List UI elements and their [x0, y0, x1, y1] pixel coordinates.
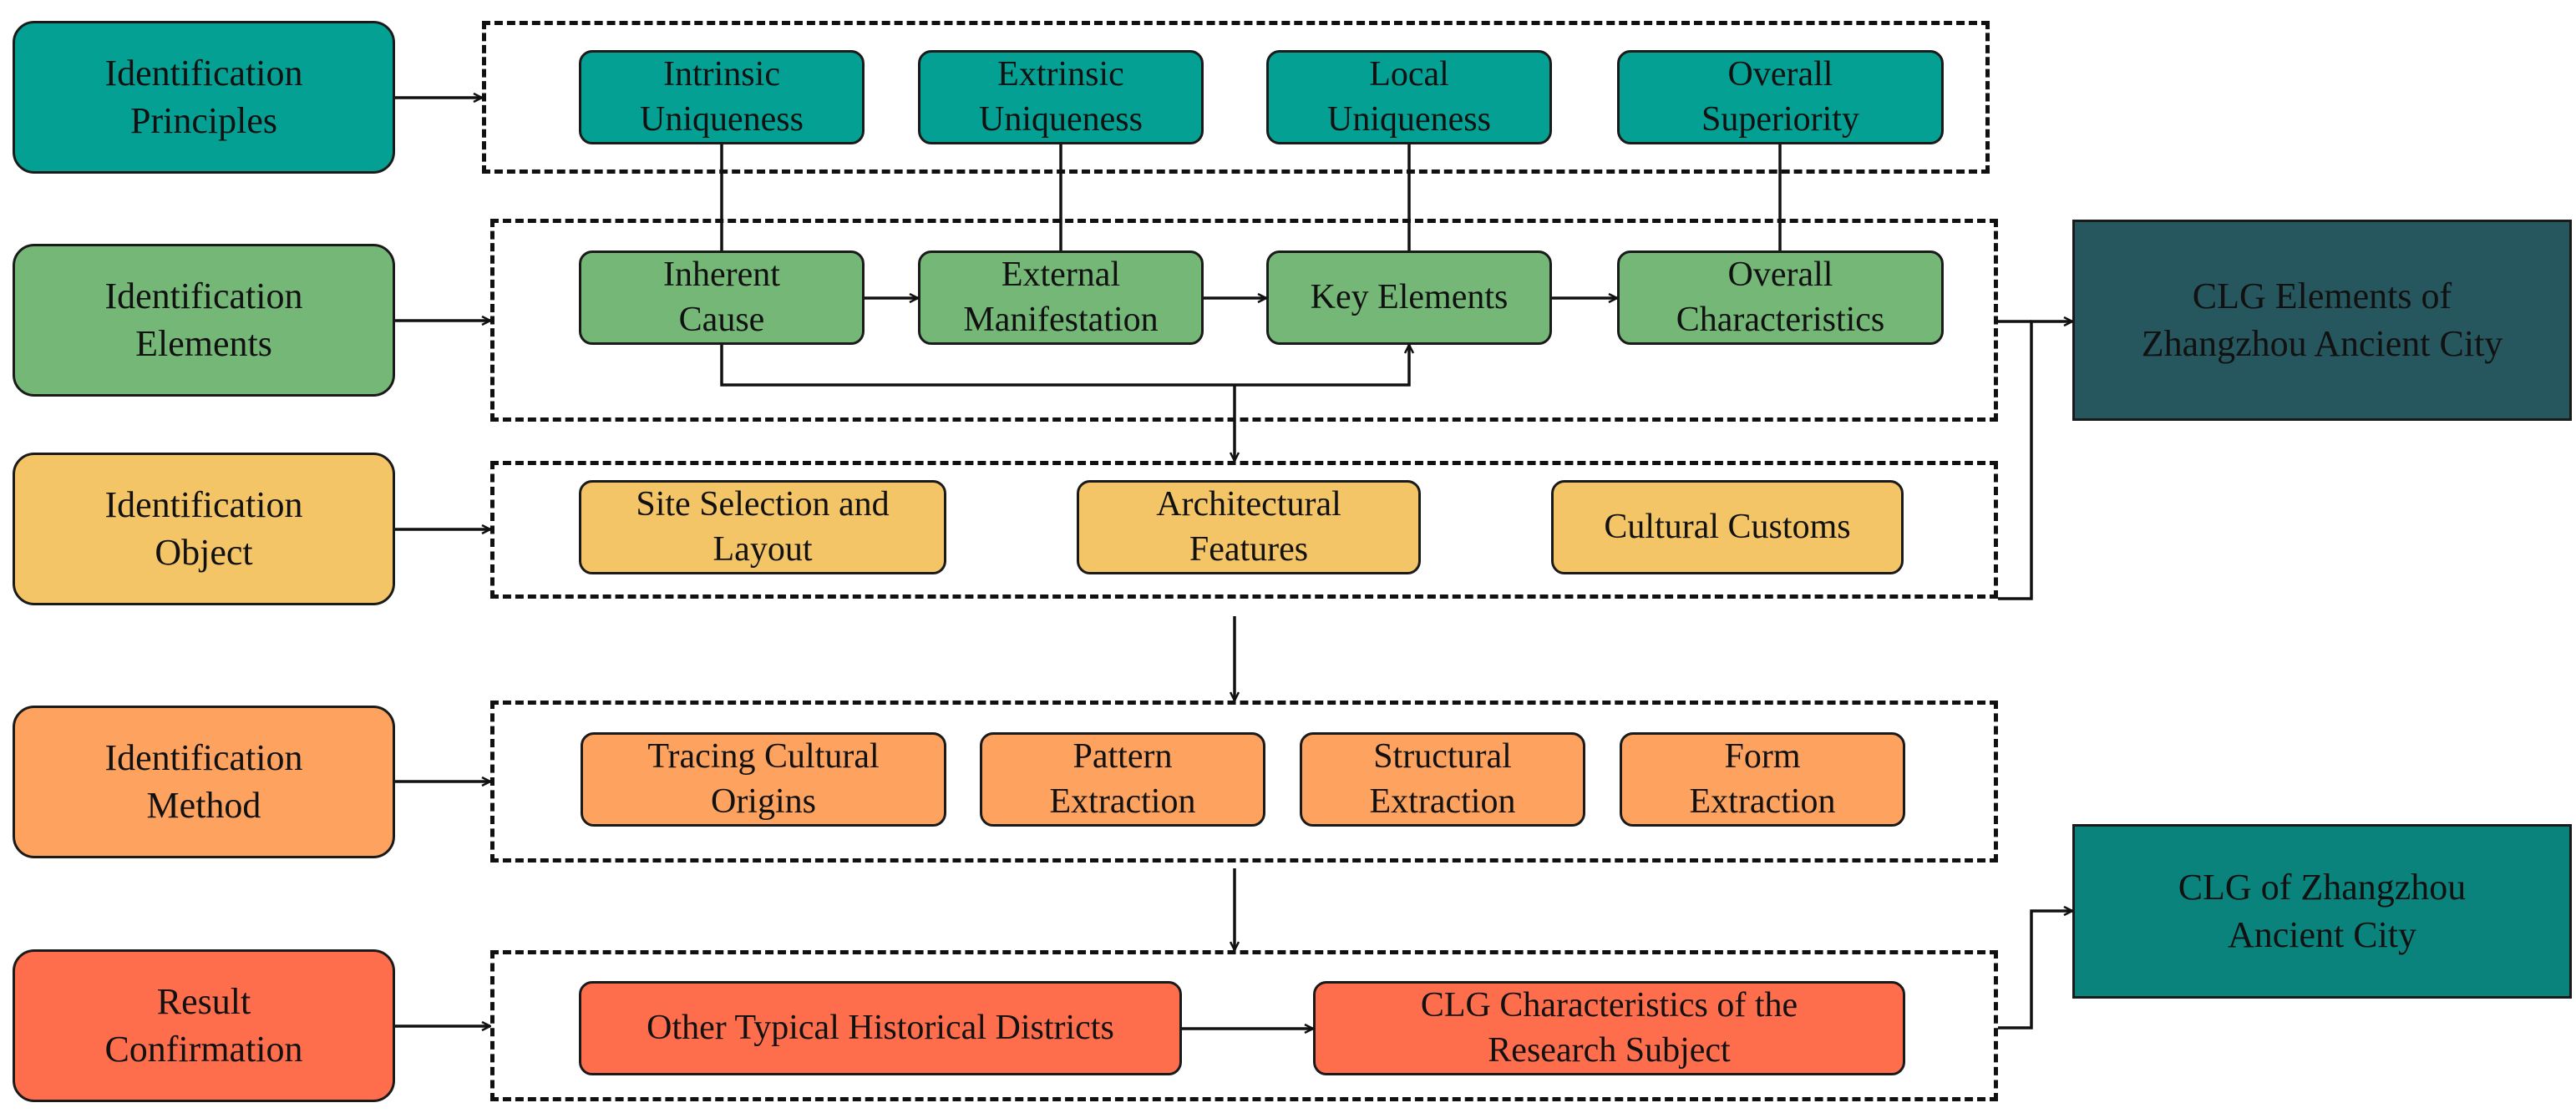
inherent-cause-label: Inherent Cause [663, 255, 780, 339]
identification-object-box: Identification Object [13, 453, 395, 605]
arrow-inherent-to-key [720, 345, 1409, 387]
identification-elements-label: Identification Elements [104, 276, 303, 364]
clg-elements-result-box: CLG Elements of Zhangzhou Ancient City [2072, 220, 2572, 421]
principles-group [482, 21, 1990, 174]
cultural-customs-label: Cultural Customs [1604, 507, 1851, 546]
site-selection-layout-label: Site Selection and Layout [636, 484, 890, 569]
object-group [490, 461, 1998, 599]
tracing-cultural-origins-box: Tracing Cultural Origins [581, 732, 946, 827]
overall-superiority-label: Overall Superiority [1701, 54, 1859, 139]
site-selection-layout-box: Site Selection and Layout [579, 480, 946, 574]
extrinsic-uniqueness-box: Extrinsic Uniqueness [918, 50, 1204, 144]
identification-method-box: Identification Method [13, 706, 395, 858]
clg-result-label: CLG of Zhangzhou Ancient City [2178, 867, 2467, 955]
local-uniqueness-box: Local Uniqueness [1266, 50, 1552, 144]
architectural-features-box: Architectural Features [1077, 480, 1421, 574]
clg-result-box: CLG of Zhangzhou Ancient City [2072, 824, 2572, 999]
cultural-customs-box: Cultural Customs [1551, 480, 1904, 574]
overall-characteristics-label: Overall Characteristics [1676, 255, 1885, 339]
structural-extraction-box: Structural Extraction [1300, 732, 1585, 827]
architectural-features-label: Architectural Features [1156, 484, 1341, 569]
clg-characteristics-box: CLG Characteristics of the Research Subj… [1313, 981, 1905, 1075]
intrinsic-uniqueness-box: Intrinsic Uniqueness [579, 50, 865, 144]
structural-extraction-label: Structural Extraction [1369, 736, 1516, 821]
overall-superiority-box: Overall Superiority [1617, 50, 1944, 144]
identification-method-label: Identification Method [104, 737, 303, 826]
other-historical-districts-box: Other Typical Historical Districts [579, 981, 1182, 1075]
arrow-confirmation-to-clg [1998, 911, 2072, 1029]
local-uniqueness-label: Local Uniqueness [1327, 54, 1491, 139]
form-extraction-box: Form Extraction [1620, 732, 1905, 827]
elements-group [490, 219, 1998, 422]
result-confirmation-box: Result Confirmation [13, 949, 395, 1102]
confirmation-group [490, 950, 1998, 1101]
other-historical-districts-label: Other Typical Historical Districts [647, 1008, 1114, 1047]
identification-object-label: Identification Object [104, 484, 303, 573]
external-manifestation-label: External Manifestation [963, 255, 1159, 339]
inherent-cause-box: Inherent Cause [579, 250, 865, 345]
tracing-cultural-origins-label: Tracing Cultural Origins [647, 736, 880, 821]
clg-characteristics-label: CLG Characteristics of the Research Subj… [1420, 985, 1798, 1070]
external-manifestation-box: External Manifestation [918, 250, 1204, 345]
key-elements-label: Key Elements [1310, 277, 1509, 316]
pattern-extraction-box: Pattern Extraction [980, 732, 1265, 827]
pattern-extraction-label: Pattern Extraction [1049, 736, 1196, 821]
key-elements-box: Key Elements [1266, 250, 1552, 345]
overall-characteristics-box: Overall Characteristics [1617, 250, 1944, 345]
result-confirmation-label: Result Confirmation [104, 981, 303, 1070]
form-extraction-label: Form Extraction [1689, 736, 1836, 821]
intrinsic-uniqueness-label: Intrinsic Uniqueness [640, 54, 804, 139]
identification-principles-label: Identification Principles [104, 53, 303, 141]
method-group [490, 701, 1998, 863]
identification-principles-box: Identification Principles [13, 21, 395, 174]
extrinsic-uniqueness-label: Extrinsic Uniqueness [979, 54, 1143, 139]
clg-elements-result-label: CLG Elements of Zhangzhou Ancient City [2141, 276, 2503, 364]
arrow-groups-to-clg-elements [1998, 321, 2072, 600]
identification-elements-box: Identification Elements [13, 244, 395, 397]
